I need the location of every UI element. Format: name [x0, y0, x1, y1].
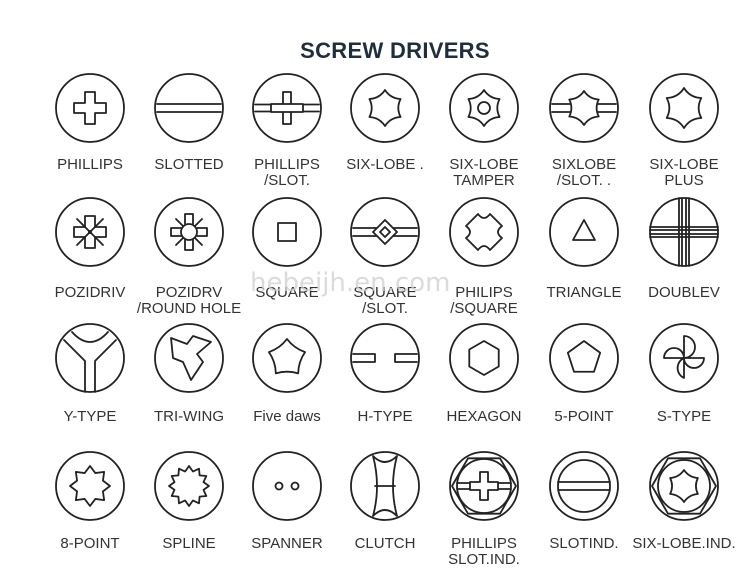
- five-daws-icon: [252, 323, 322, 393]
- pozidriv-icon: [55, 197, 125, 267]
- sixlobe-slot-icon: [549, 73, 619, 143]
- drive-type-label: 5-POINT: [554, 408, 614, 425]
- drive-type-label: HEXAGON: [446, 408, 522, 425]
- phillips-slot-ind-icon: [449, 451, 519, 521]
- drive-type-label: TRI-WING: [154, 408, 224, 425]
- pozidrv-round-hole-icon: [154, 197, 224, 267]
- drive-type-label: PHILLIPS: [57, 156, 123, 173]
- phillips-slot-icon: [252, 73, 322, 143]
- drive-type-label: PHILLIPS /SLOT.: [254, 156, 320, 189]
- six-lobe-ind-icon: [649, 451, 719, 521]
- drive-type-label: Y-TYPE: [63, 408, 117, 425]
- drive-type-label: POZIDRV /ROUND HOLE: [136, 284, 242, 317]
- drive-type-label: POZIDRIV: [54, 284, 126, 301]
- philips-square-icon: [449, 197, 519, 267]
- six-lobe-tamper-icon: [449, 73, 519, 143]
- six-lobe-plus-icon: [649, 73, 719, 143]
- drive-type-label: SPLINE: [162, 535, 216, 552]
- drive-type-label: SPANNER: [251, 535, 323, 552]
- drive-type-label: TRIANGLE: [546, 284, 622, 301]
- slot-ind-icon: [549, 451, 619, 521]
- y-type-icon: [55, 323, 125, 393]
- doublev-icon: [649, 197, 719, 267]
- drive-type-label: SQUARE: [255, 284, 319, 301]
- drive-type-label: SIX-LOBE TAMPER: [449, 156, 519, 189]
- s-type-icon: [649, 323, 719, 393]
- spline-icon: [154, 451, 224, 521]
- triangle-icon: [549, 197, 619, 267]
- clutch-icon: [350, 451, 420, 521]
- drive-type-label: PHILIPS /SQUARE: [450, 284, 518, 317]
- phillips-icon: [55, 73, 125, 143]
- h-type-icon: [350, 323, 420, 393]
- drive-type-label: SLOTIND.: [549, 535, 619, 552]
- drive-type-label: 8-POINT: [60, 535, 120, 552]
- tri-wing-icon: [154, 323, 224, 393]
- drive-type-label: Five daws: [253, 408, 321, 425]
- drive-type-label: SLOTTED: [154, 156, 224, 173]
- page-title: SCREW DRIVERS: [300, 38, 490, 63]
- drive-type-label: SQUARE /SLOT.: [353, 284, 417, 317]
- drive-type-label: SIXLOBE /SLOT. .: [551, 156, 617, 189]
- drive-type-label: DOUBLEV: [648, 284, 720, 301]
- five-point-icon: [549, 323, 619, 393]
- hexagon-icon: [449, 323, 519, 393]
- drive-type-label: H-TYPE: [357, 408, 413, 425]
- spanner-icon: [252, 451, 322, 521]
- drive-type-label: S-TYPE: [656, 408, 712, 425]
- drive-type-label: SIX-LOBE.IND.: [632, 535, 736, 552]
- six-lobe-icon: [350, 73, 420, 143]
- drive-type-label: CLUTCH: [354, 535, 416, 552]
- eight-point-icon: [55, 451, 125, 521]
- slotted-icon: [154, 73, 224, 143]
- square-icon: [252, 197, 322, 267]
- drive-type-label: SIX-LOBE PLUS: [649, 156, 719, 189]
- square-slot-icon: [350, 197, 420, 267]
- drive-type-label: SIX-LOBE .: [346, 156, 424, 173]
